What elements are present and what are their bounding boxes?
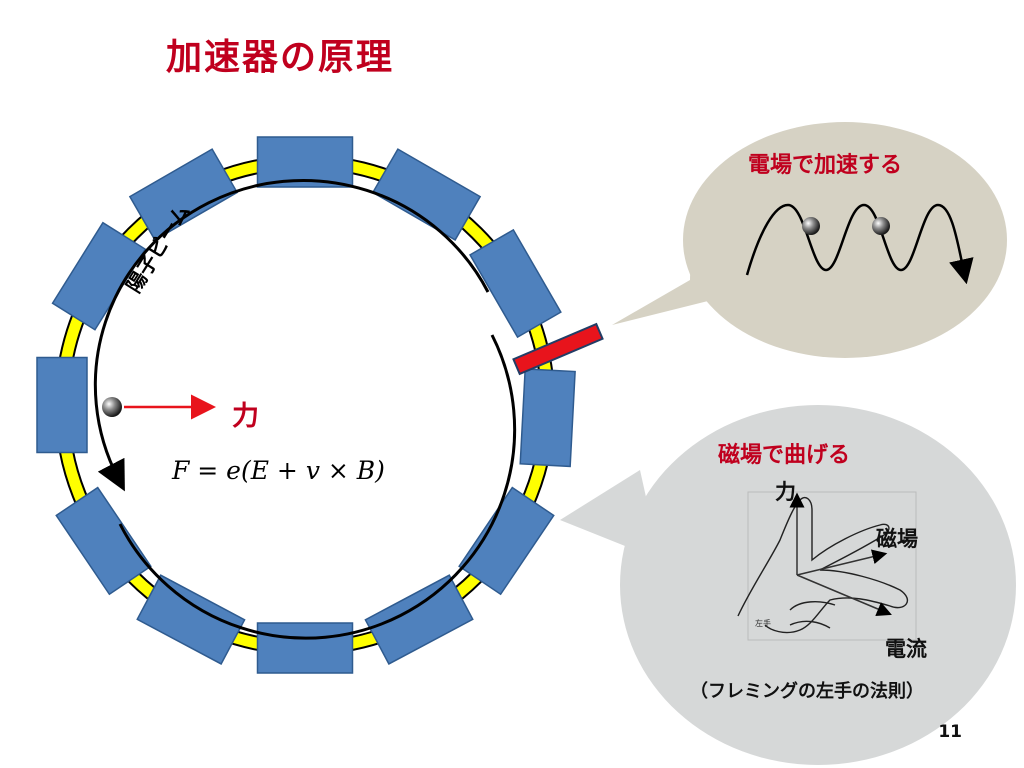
magnet-8 [136, 574, 246, 665]
magnet-10 [36, 356, 88, 454]
efield-title: 電場で加速する [748, 153, 903, 178]
efield-bubble-body [683, 122, 1007, 358]
magnet-12 [128, 148, 239, 241]
magnet-4 [519, 368, 576, 468]
page-number: 11 [938, 722, 962, 742]
magnet-5 [458, 486, 555, 596]
hand-field-label: 磁場 [876, 527, 918, 551]
hand-force-label: 力 [775, 480, 796, 504]
beam-trajectory-lower [118, 334, 517, 640]
fleming-caption: （フレミングの左手の法則） [690, 681, 924, 702]
hand-name-label: 左手 [755, 619, 771, 628]
magnet-3 [469, 228, 562, 339]
magnet-6 [364, 574, 474, 665]
rf-cavity [512, 322, 604, 376]
hand-current-label: 電流 [885, 637, 927, 661]
dipole-magnets [36, 136, 576, 674]
particle-ball-2 [872, 217, 890, 235]
bfield-title: 磁場で曲げる [718, 443, 851, 468]
efield-wave [745, 203, 974, 285]
magnet-1 [256, 136, 354, 188]
beam-trajectory [93, 178, 490, 492]
lorentz-formula: F = e(E + v × B) [172, 456, 385, 485]
force-label: 力 [232, 401, 259, 432]
magnet-2 [371, 148, 482, 241]
bfield-bubble [620, 405, 1016, 765]
magnet-9 [55, 486, 152, 596]
proton-ball [102, 397, 122, 417]
hand-axes [789, 492, 892, 617]
magnet-7 [256, 622, 354, 674]
particle-ball-1 [802, 217, 820, 235]
slide-title: 加速器の原理 [165, 37, 394, 78]
